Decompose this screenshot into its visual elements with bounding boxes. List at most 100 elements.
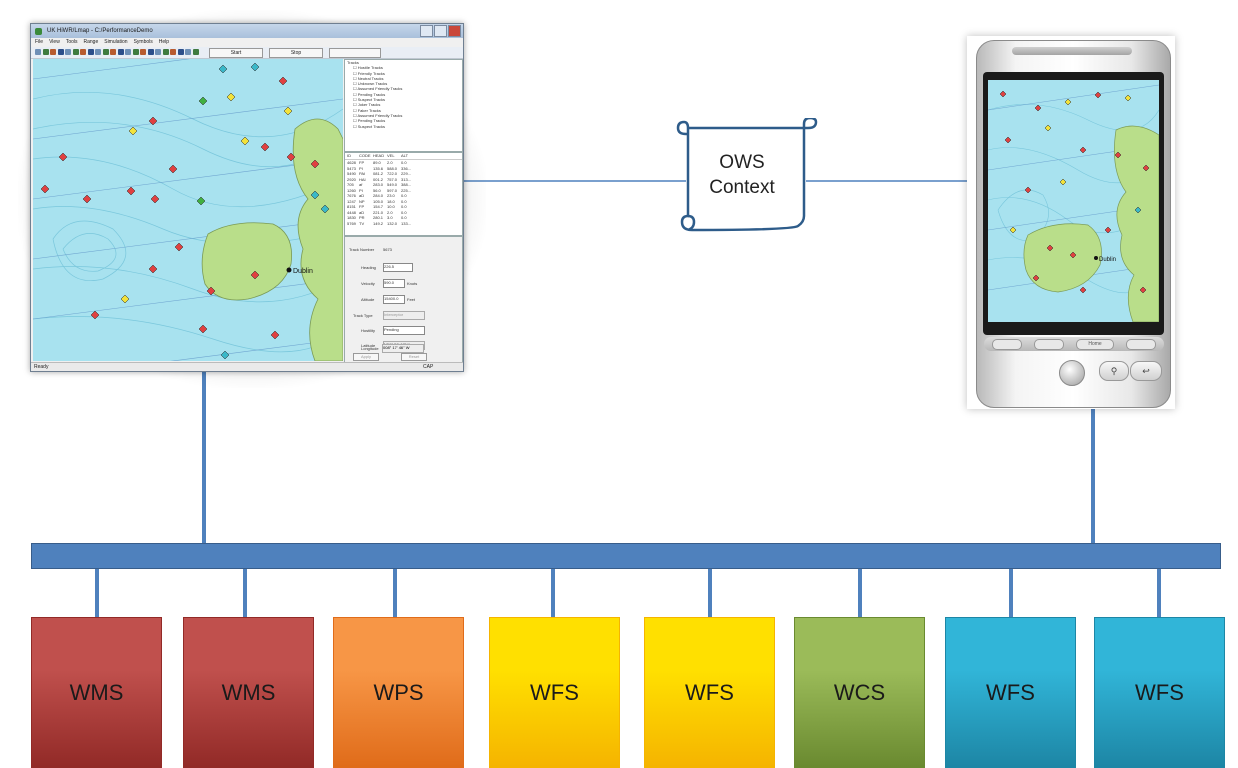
track-symbol-icon[interactable] <box>1064 98 1072 106</box>
phone-map-screen[interactable]: Dublin <box>988 80 1159 322</box>
track-tree-item[interactable]: ☐ Pending Tracks <box>353 91 386 97</box>
track-symbol-icon[interactable] <box>270 330 280 340</box>
track-symbol-icon[interactable] <box>1134 206 1142 214</box>
track-symbol-icon[interactable] <box>126 186 136 196</box>
menu-item-tools[interactable]: Tools <box>65 39 78 45</box>
call-key[interactable] <box>992 339 1022 350</box>
menu-item-help[interactable]: Help <box>158 39 170 45</box>
toolbar-tool-icon[interactable] <box>87 49 94 55</box>
track-symbol-icon[interactable] <box>240 136 250 146</box>
toolbar-tool-icon[interactable] <box>95 49 101 55</box>
toolbar-tool-icon[interactable] <box>72 49 79 55</box>
track-symbol-icon[interactable] <box>82 194 92 204</box>
track-symbol-icon[interactable] <box>1044 124 1052 132</box>
track-symbol-icon[interactable] <box>1139 286 1147 294</box>
velocity-field[interactable]: 590.0 <box>383 279 405 288</box>
track-symbol-icon[interactable] <box>218 64 228 74</box>
track-symbol-icon[interactable] <box>174 242 184 252</box>
toolbar-tool-icon[interactable] <box>102 49 109 55</box>
table-header-cell[interactable]: HEAD <box>373 153 385 158</box>
track-symbol-icon[interactable] <box>320 204 330 214</box>
toolbar-tool-icon[interactable] <box>192 49 199 55</box>
toolbar-tool-icon[interactable] <box>177 49 184 55</box>
track-symbol-icon[interactable] <box>283 106 293 116</box>
menu-item-range[interactable]: Range <box>83 39 99 45</box>
track-symbol-icon[interactable] <box>1104 226 1112 234</box>
toolbar-tool-icon[interactable] <box>170 49 176 55</box>
track-symbol-icon[interactable] <box>260 142 270 152</box>
menu-key[interactable] <box>1034 339 1064 350</box>
toolbar-tool-icon[interactable] <box>147 49 154 55</box>
toolbar-tool-icon[interactable] <box>155 49 161 55</box>
toolbar-tool-icon[interactable] <box>50 49 56 55</box>
hostility-select[interactable]: Pending <box>383 326 425 335</box>
track-tree-item[interactable]: ☐ Friendly Tracks <box>353 70 385 76</box>
toolbar-field[interactable] <box>329 48 381 58</box>
close-icon[interactable] <box>448 25 461 37</box>
track-symbol-icon[interactable] <box>120 294 130 304</box>
track-symbol-icon[interactable] <box>196 196 206 206</box>
toolbar-tool-icon[interactable] <box>117 49 124 55</box>
toolbar-tool-icon[interactable] <box>35 49 41 55</box>
track-symbol-icon[interactable] <box>1079 146 1087 154</box>
table-header-cell[interactable]: ALT <box>401 153 409 158</box>
track-tree-item[interactable]: ☐ Faker Tracks <box>353 107 381 113</box>
start-button[interactable]: Start <box>209 48 263 58</box>
track-symbol-icon[interactable] <box>310 159 320 169</box>
apply-button[interactable]: Apply <box>353 353 379 361</box>
track-tree-item[interactable]: ☐ Pending Tracks <box>353 118 386 124</box>
track-tree-item[interactable]: ☐ Assumed Friendly Tracks <box>353 86 403 92</box>
track-symbol-icon[interactable] <box>278 76 288 86</box>
track-tree-item[interactable]: ☐ Hostile Tracks <box>353 65 383 71</box>
phone-trackball[interactable] <box>1059 360 1085 386</box>
track-tree-item[interactable]: ☐ Unknown Tracks <box>353 81 388 87</box>
track-symbol-icon[interactable] <box>1024 186 1032 194</box>
track-symbol-icon[interactable] <box>40 184 50 194</box>
toolbar-tool-icon[interactable] <box>80 49 86 55</box>
track-symbol-icon[interactable] <box>999 90 1007 98</box>
track-tree-item[interactable]: ☐ Neutral Tracks <box>353 75 384 81</box>
track-symbol-icon[interactable] <box>1059 178 1067 186</box>
toolbar-tool-icon[interactable] <box>42 49 49 55</box>
altitude-field[interactable]: 15400.0 <box>383 295 405 304</box>
track-symbol-icon[interactable] <box>1124 94 1132 102</box>
table-header-cell[interactable]: CODE <box>359 153 371 158</box>
track-symbol-icon[interactable] <box>286 152 296 162</box>
toolbar-tool-icon[interactable] <box>140 49 146 55</box>
toolbar-tool-icon[interactable] <box>57 49 64 55</box>
track-symbol-icon[interactable] <box>1034 104 1042 112</box>
track-symbol-icon[interactable] <box>1094 91 1102 99</box>
track-symbol-icon[interactable] <box>1114 151 1122 159</box>
menu-item-file[interactable]: File <box>35 39 44 45</box>
track-symbol-icon[interactable] <box>1069 251 1077 259</box>
track-symbol-icon[interactable] <box>310 190 320 200</box>
track-symbol-icon[interactable] <box>90 310 100 320</box>
track-tree-item[interactable]: ☐ Suspect Tracks <box>353 97 386 103</box>
search-key[interactable]: ⚲ <box>1099 361 1129 381</box>
end-key[interactable] <box>1126 339 1156 350</box>
heading-field[interactable]: 226.5 <box>383 263 413 272</box>
track-symbol-icon[interactable] <box>1009 226 1017 234</box>
toolbar-tool-icon[interactable] <box>65 49 71 55</box>
stop-button[interactable]: Stop <box>269 48 323 58</box>
track-symbol-icon[interactable] <box>1046 244 1054 252</box>
menu-item-simulation[interactable]: Simulation <box>104 39 128 45</box>
table-header-cell[interactable]: ID <box>347 153 351 158</box>
menu-item-symbols[interactable]: Symbols <box>133 39 153 45</box>
track-symbol-icon[interactable] <box>198 96 208 106</box>
track-symbol-icon[interactable] <box>206 286 216 296</box>
track-symbol-icon[interactable] <box>1004 136 1012 144</box>
menu-item-view[interactable]: View <box>49 39 60 45</box>
track-symbol-icon[interactable] <box>148 116 158 126</box>
maximize-icon[interactable] <box>434 25 447 37</box>
track-symbol-icon[interactable] <box>250 62 260 72</box>
